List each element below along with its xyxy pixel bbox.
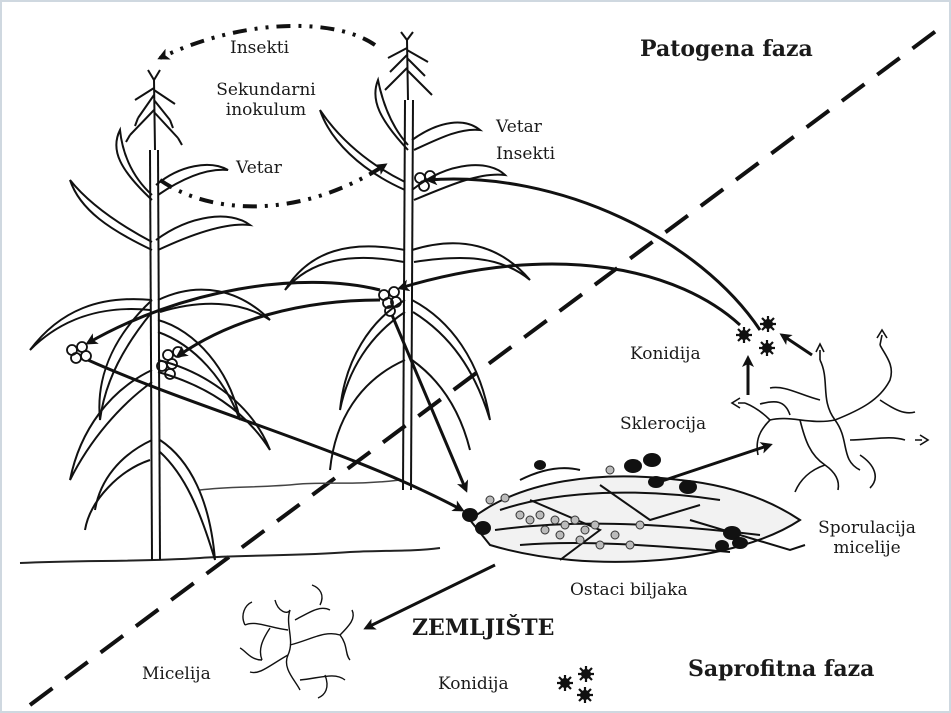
label-micelija: Micelija [142,664,211,684]
conidia-cluster-bottom [557,666,594,703]
label-konidija-bottom: Konidija [438,674,509,694]
label-insekti-right: Insekti [496,144,555,164]
label-zemljiste: ZEMLJIŠTE [412,615,554,641]
ground-horizon [200,480,400,490]
label-ostaci-biljaka: Ostaci biljaka [570,580,688,600]
label-konidija-mid: Konidija [630,344,701,364]
label-sklerocija: Sklerocija [620,414,706,434]
label-sekundarni-line2: inokulum [196,100,336,120]
label-saprofitna-faza: Saprofitna faza [688,656,874,682]
label-patogena-faza: Patogena faza [640,36,813,62]
label-sekundarni-inokulum: Sekundarni inokulum [196,80,336,121]
infection-sites [67,171,435,379]
infection-arrows [88,179,812,628]
soil-mycelium [240,585,353,698]
ground-line [20,548,440,563]
label-sporulacija-line2: micelije [812,538,922,558]
label-vetar-right: Vetar [496,117,542,137]
label-sporulacija-line1: Sporulacija [812,518,922,538]
label-vetar-left: Vetar [236,158,282,178]
label-sporulacija-micelije: Sporulacija micelije [812,518,922,559]
label-insekti-top: Insekti [230,38,289,58]
label-sekundarni-line1: Sekundarni [196,80,336,100]
